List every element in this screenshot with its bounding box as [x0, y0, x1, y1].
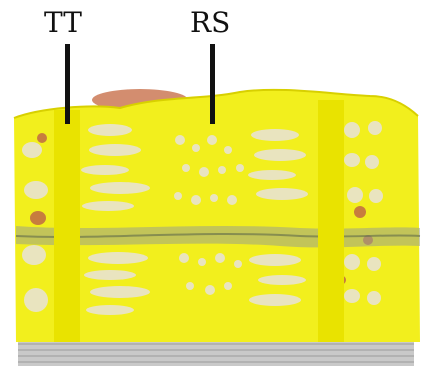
label-tt-leader-line	[65, 44, 70, 124]
label-rs-leader-line	[210, 44, 215, 124]
tt-band-left	[54, 110, 80, 342]
tt-band-right	[318, 100, 344, 342]
